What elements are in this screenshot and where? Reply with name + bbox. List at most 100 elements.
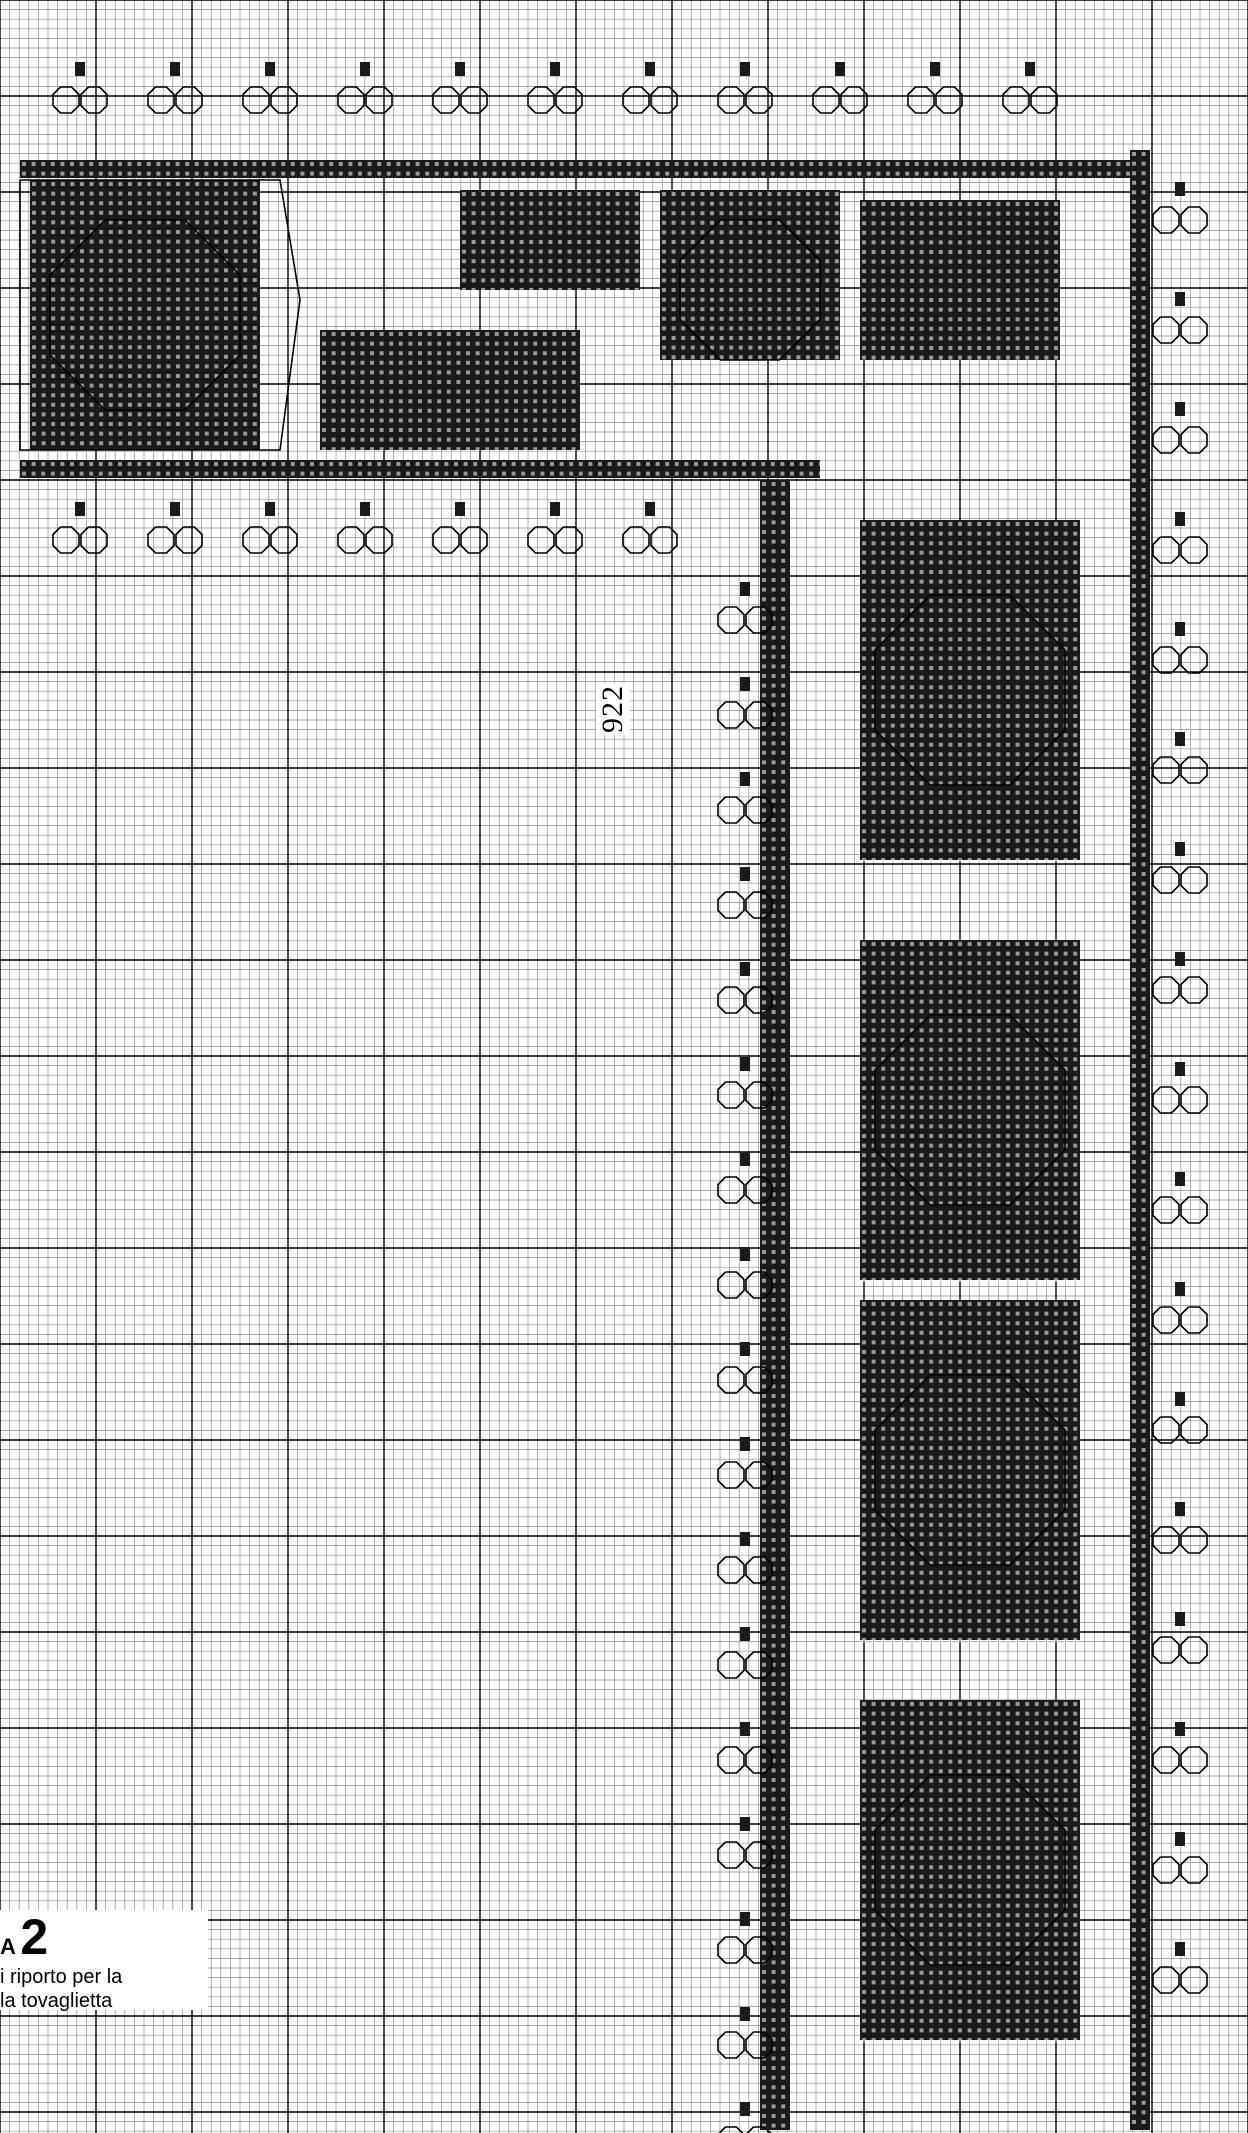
far-col-clover-15-bud bbox=[1175, 1832, 1185, 1846]
top-clover-5-bud bbox=[550, 62, 560, 76]
top-clover-7-bud bbox=[740, 62, 750, 76]
row2-clover-6-left bbox=[623, 527, 649, 553]
far-col-clover-10-bud bbox=[1175, 1282, 1185, 1296]
far-col-clover-8-bud bbox=[1175, 1062, 1185, 1076]
far-col-clover-16-bud bbox=[1175, 1942, 1185, 1956]
far-col-clover-14-right bbox=[1181, 1747, 1207, 1773]
far-col-clover-8-right bbox=[1181, 1087, 1207, 1113]
top-clover-1-left bbox=[148, 87, 174, 113]
row2-clover-5-bud bbox=[550, 502, 560, 516]
far-col-clover-15-left bbox=[1153, 1857, 1179, 1883]
far-col-clover-4-left bbox=[1153, 647, 1179, 673]
top-clover-6-right bbox=[651, 87, 677, 113]
right-col-clover-6-bud bbox=[740, 1152, 750, 1166]
top-clover-10-bud bbox=[1025, 62, 1035, 76]
row2-clover-4-left bbox=[433, 527, 459, 553]
row2-clover-6-right bbox=[651, 527, 677, 553]
row2-clover-0-right bbox=[81, 527, 107, 553]
far-col-clover-15-right bbox=[1181, 1857, 1207, 1883]
scheme-title-prefix: A bbox=[0, 1934, 16, 1959]
far-col-clover-13-left bbox=[1153, 1637, 1179, 1663]
row2-clover-5-right bbox=[556, 527, 582, 553]
right-col-clover-2-bud bbox=[740, 772, 750, 786]
far-col-clover-2-left bbox=[1153, 427, 1179, 453]
far-right-bar bbox=[1130, 150, 1150, 2130]
top-clover-6-bud bbox=[645, 62, 655, 76]
right-col-clover-2-left bbox=[718, 797, 744, 823]
top-clover-0-right bbox=[81, 87, 107, 113]
far-col-clover-13-bud bbox=[1175, 1612, 1185, 1626]
scheme-description-line2: la tovaglietta bbox=[0, 1990, 112, 2013]
far-col-clover-1-right bbox=[1181, 317, 1207, 343]
right-col-clover-10-bud bbox=[740, 1532, 750, 1546]
top-clover-0-bud bbox=[75, 62, 85, 76]
right-panel-1 bbox=[860, 940, 1080, 1282]
row2-clover-1-left bbox=[148, 527, 174, 553]
right-panel-2 bbox=[860, 1300, 1080, 1642]
row2-clover-2-left bbox=[243, 527, 269, 553]
right-col-clover-12-left bbox=[718, 1747, 744, 1773]
right-col-clover-7-bud bbox=[740, 1247, 750, 1261]
right-col-clover-3-bud bbox=[740, 867, 750, 881]
right-col-clover-14-left bbox=[718, 1937, 744, 1963]
far-col-clover-2-bud bbox=[1175, 402, 1185, 416]
far-col-clover-10-left bbox=[1153, 1307, 1179, 1333]
row2-clover-1-right bbox=[176, 527, 202, 553]
far-col-clover-4-bud bbox=[1175, 622, 1185, 636]
far-col-clover-12-right bbox=[1181, 1527, 1207, 1553]
far-col-clover-7-bud bbox=[1175, 952, 1185, 966]
top-clover-3-right bbox=[366, 87, 392, 113]
far-col-clover-5-left bbox=[1153, 757, 1179, 783]
right-col-clover-15-bud bbox=[740, 2007, 750, 2021]
panel-top-mid bbox=[320, 330, 580, 451]
far-col-clover-1-bud bbox=[1175, 292, 1185, 306]
far-col-clover-16-left bbox=[1153, 1967, 1179, 1993]
far-col-clover-13-right bbox=[1181, 1637, 1207, 1663]
right-col-clover-3-left bbox=[718, 892, 744, 918]
top-clover-1-right bbox=[176, 87, 202, 113]
row2-clover-2-right bbox=[271, 527, 297, 553]
right-col-clover-14-bud bbox=[740, 1912, 750, 1926]
far-col-clover-0-bud bbox=[1175, 182, 1185, 196]
far-col-clover-3-left bbox=[1153, 537, 1179, 563]
far-col-clover-16-right bbox=[1181, 1967, 1207, 1993]
top-clover-10-left bbox=[1003, 87, 1029, 113]
top-band-line bbox=[20, 160, 1140, 178]
top-clover-4-bud bbox=[455, 62, 465, 76]
right-col-clover-5-bud bbox=[740, 1057, 750, 1071]
top-clover-9-right bbox=[936, 87, 962, 113]
row2-clover-0-left bbox=[53, 527, 79, 553]
scheme-title: A 2 bbox=[0, 1912, 48, 1962]
row2-clover-3-right bbox=[366, 527, 392, 553]
stitched-motifs bbox=[20, 62, 1185, 2130]
far-col-clover-11-bud bbox=[1175, 1392, 1185, 1406]
row2-clover-3-bud bbox=[360, 502, 370, 516]
scheme-description-line1: i riporto per la bbox=[0, 1966, 122, 1989]
row2-clover-6-bud bbox=[645, 502, 655, 516]
far-col-clover-8-left bbox=[1153, 1087, 1179, 1113]
top-clover-10-right bbox=[1031, 87, 1057, 113]
top-clover-6-left bbox=[623, 87, 649, 113]
panel-top-right bbox=[660, 190, 840, 360]
far-col-clover-2-right bbox=[1181, 427, 1207, 453]
top-clover-9-bud bbox=[930, 62, 940, 76]
right-col-clover-9-bud bbox=[740, 1437, 750, 1451]
right-col-clover-13-bud bbox=[740, 1817, 750, 1831]
far-col-clover-1-left bbox=[1153, 317, 1179, 343]
far-col-clover-5-bud bbox=[1175, 732, 1185, 746]
top-clover-0-left bbox=[53, 87, 79, 113]
right-col-clover-10-left bbox=[718, 1557, 744, 1583]
right-col-clover-4-bud bbox=[740, 962, 750, 976]
right-col-clover-11-bud bbox=[740, 1627, 750, 1641]
top-clover-3-left bbox=[338, 87, 364, 113]
top-clover-3-bud bbox=[360, 62, 370, 76]
right-col-clover-16-bud bbox=[740, 2102, 750, 2116]
top-clover-4-right bbox=[461, 87, 487, 113]
far-col-clover-14-left bbox=[1153, 1747, 1179, 1773]
far-col-clover-4-right bbox=[1181, 647, 1207, 673]
far-col-clover-3-right bbox=[1181, 537, 1207, 563]
right-col-clover-4-left bbox=[718, 987, 744, 1013]
row2-clover-1-bud bbox=[170, 502, 180, 516]
row2-clover-4-right bbox=[461, 527, 487, 553]
